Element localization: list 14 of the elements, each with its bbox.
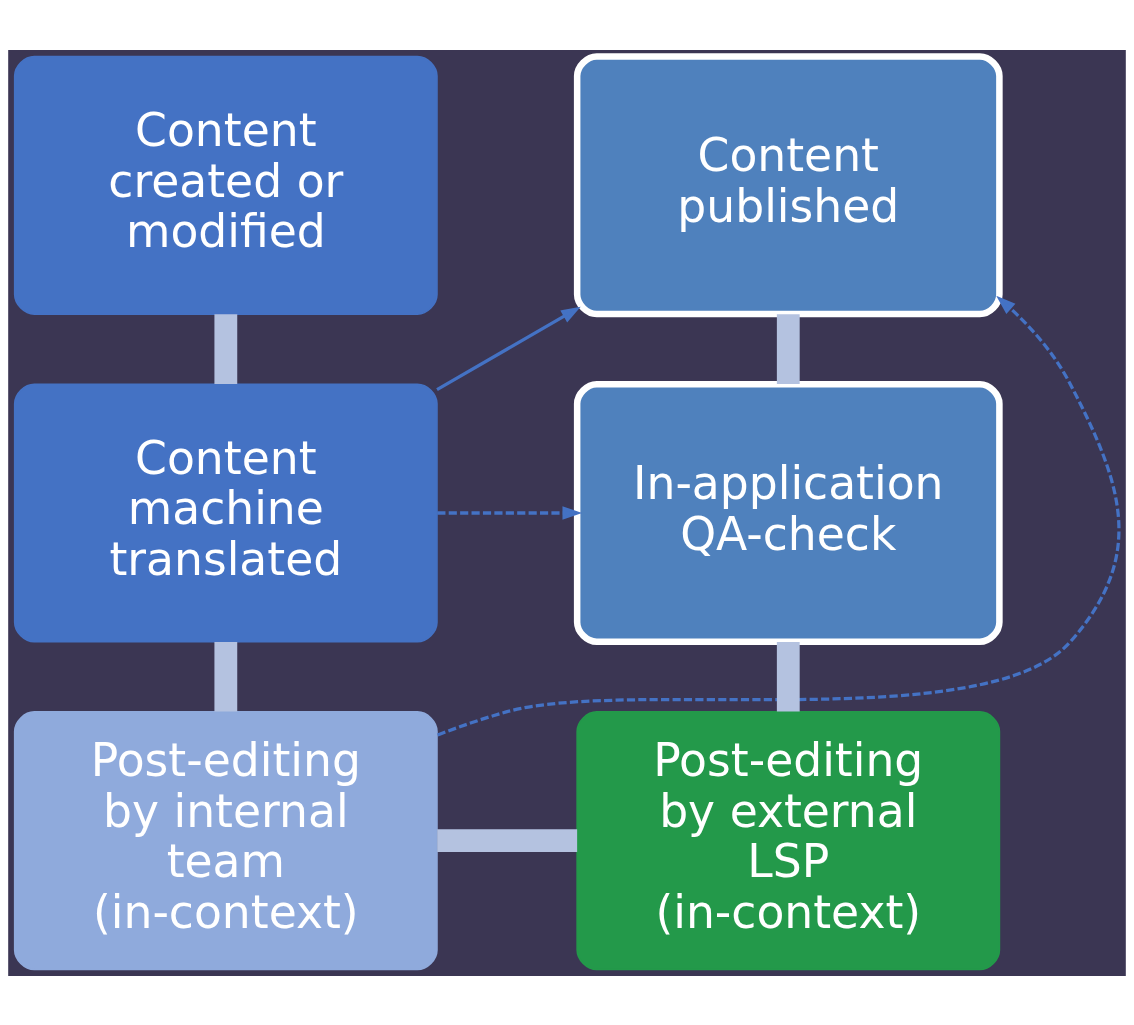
connector: [776, 641, 800, 712]
node-box: Post-editing by external LSP (in-context): [576, 710, 1001, 970]
arrow: [437, 295, 1121, 737]
connector: [437, 828, 578, 852]
arrow: [437, 505, 583, 520]
connector: [214, 313, 238, 384]
node-box: Content published: [573, 52, 1003, 317]
connector: [776, 313, 800, 384]
node-box: Content created or modified: [13, 55, 438, 315]
connector: [214, 641, 238, 712]
node-box: Content machine translated: [13, 382, 438, 643]
node-box: Post-editing by internal team (in-context): [13, 710, 438, 970]
arrow: [436, 306, 581, 391]
node-box: In-application QA-check: [573, 380, 1003, 645]
